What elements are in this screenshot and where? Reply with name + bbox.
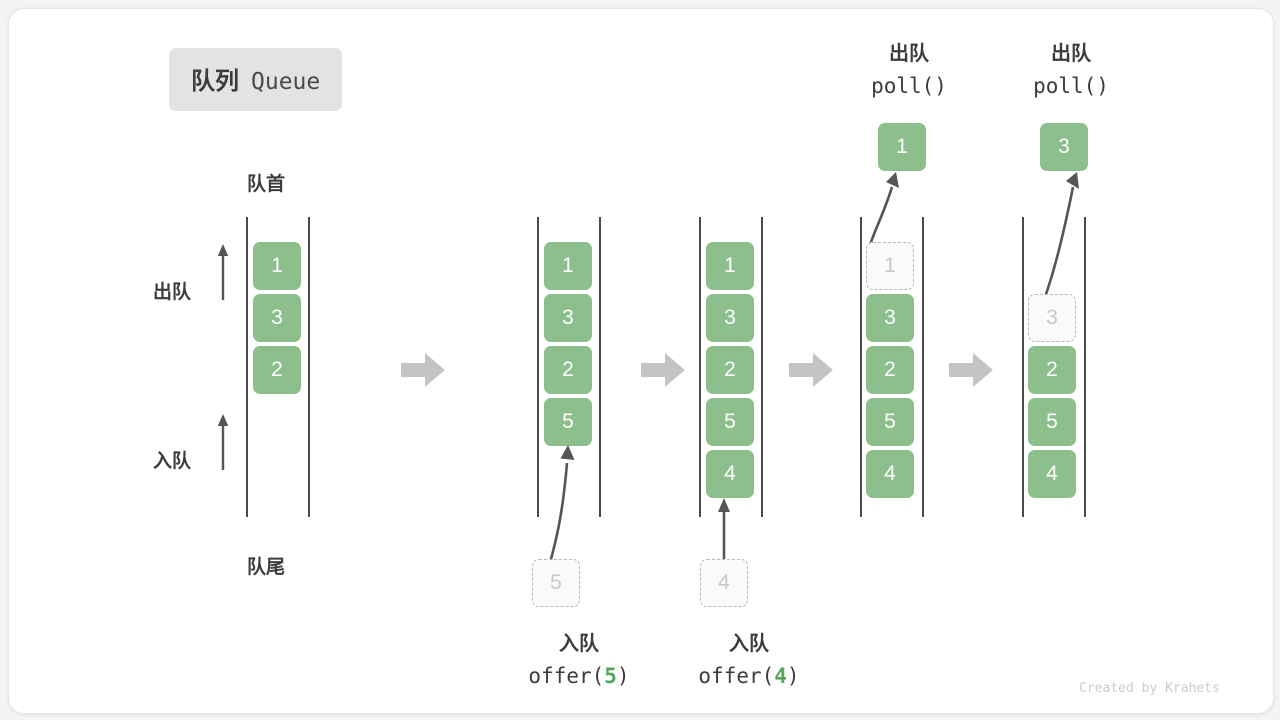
call-prefix: offer( [528,664,605,688]
operation-label-poll-1: 出队 poll() [809,39,1009,103]
call-suffix: ) [616,664,630,688]
polled-element: 3 [1040,123,1088,171]
diagram-title-badge: 队列 Queue [169,48,343,111]
diagram-card: 队列 Queue 队首 队尾 出队 入队 1 3 2 1 3 2 5 5 入队 … [8,8,1274,714]
queue-cell: 3 [544,294,592,342]
queue-rail-right-stage-3 [761,217,763,517]
flow-arrow-icon [641,353,685,387]
title-chinese: 队列 [191,68,239,95]
queue-cell: 1 [706,242,754,290]
call-argument: 4 [774,664,787,688]
queue-cell: 3 [866,294,914,342]
dequeue-direction-arrow-icon [217,244,229,300]
queue-cell-new: 5 [544,398,592,446]
queue-cell: 5 [1028,398,1076,446]
incoming-element-ghost: 4 [700,559,748,607]
queue-tail-label: 队尾 [247,557,286,578]
queue-rail-left-stage-1 [246,217,248,517]
enqueue-curved-arrow-icon [549,445,575,560]
queue-cell: 5 [866,398,914,446]
operation-call: poll() [1033,74,1109,98]
queue-rail-right-stage-2 [599,217,601,517]
operation-name: 出队 [889,43,929,65]
queue-cell: 2 [866,346,914,394]
queue-rail-left-stage-3 [699,217,701,517]
flow-arrow-icon [949,353,993,387]
queue-cell: 3 [706,294,754,342]
queue-rail-left-stage-5 [1022,217,1024,517]
dequeue-curved-arrow-icon [1043,172,1079,298]
dequeue-direction-label: 出队 [153,282,192,303]
queue-rail-right-stage-1 [308,217,310,517]
operation-name: 入队 [559,633,599,655]
operation-call: poll() [871,74,947,98]
queue-cell: 3 [253,294,301,342]
queue-cell: 2 [1028,346,1076,394]
dequeue-curved-arrow-icon [868,172,899,246]
queue-cell: 5 [706,398,754,446]
queue-rail-right-stage-5 [1084,217,1086,517]
title-english: Queue [251,69,321,95]
queue-cell: 1 [544,242,592,290]
queue-cell: 2 [544,346,592,394]
flow-arrow-icon [401,353,445,387]
queue-cell-new: 4 [706,450,754,498]
operation-name: 出队 [1051,43,1091,65]
queue-cell: 4 [866,450,914,498]
queue-head-label: 队首 [247,174,286,195]
operation-label-offer-5: 入队 offer(5) [479,629,679,693]
queue-cell: 4 [1028,450,1076,498]
queue-cell-removed-ghost: 3 [1028,294,1076,342]
call-suffix: ) [786,664,800,688]
incoming-element-ghost: 5 [532,559,580,607]
operation-label-poll-2: 出队 poll() [971,39,1171,103]
credit-text: Created by Krahets [1079,681,1220,696]
operation-name: 入队 [729,633,769,655]
call-prefix: offer( [698,664,775,688]
queue-cell: 2 [253,346,301,394]
operation-label-offer-4: 入队 offer(4) [649,629,849,693]
enqueue-arrow-icon [718,498,730,559]
queue-rail-left-stage-4 [860,217,862,517]
operation-call: offer(4) [649,660,849,693]
operation-call: offer(5) [479,660,679,693]
polled-element: 1 [878,123,926,171]
queue-cell: 2 [706,346,754,394]
call-argument: 5 [604,664,617,688]
queue-rail-left-stage-2 [537,217,539,517]
enqueue-direction-label: 入队 [153,451,192,472]
queue-cell: 1 [253,242,301,290]
queue-cell-empty [1028,242,1076,290]
enqueue-direction-arrow-icon [217,414,229,470]
flow-arrow-icon [789,353,833,387]
queue-cell-removed-ghost: 1 [866,242,914,290]
queue-rail-right-stage-4 [922,217,924,517]
